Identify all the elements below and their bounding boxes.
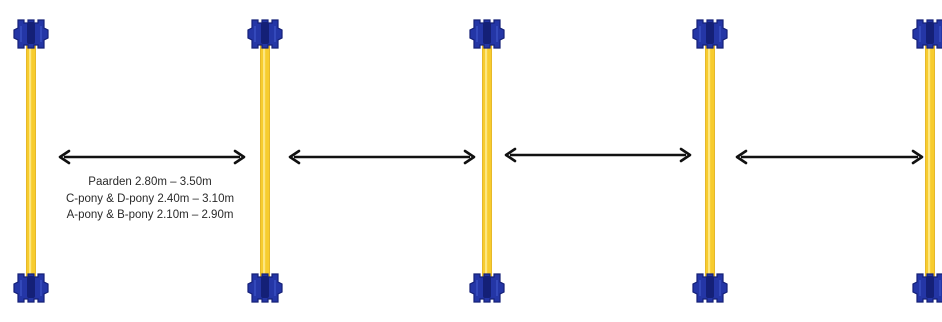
distance-label: Paarden 2.80m – 3.50m C-pony & D-pony 2.…: [44, 174, 256, 224]
bottom-block-icon: [247, 273, 283, 303]
arrow-head-right: [463, 149, 476, 165]
double-arrow-icon: [735, 149, 924, 165]
top-block-icon: [13, 19, 49, 49]
bottom-block-icon: [13, 273, 49, 303]
double-arrow-icon: [504, 147, 692, 163]
pole-2: [247, 19, 283, 303]
top-block-icon: [247, 19, 283, 49]
pole-3: [469, 19, 505, 303]
pole-highlight: [263, 42, 266, 280]
pole-highlight: [485, 42, 488, 280]
arrow-head-right: [233, 149, 246, 165]
pole-highlight: [928, 42, 931, 280]
arrow-head-right: [679, 147, 692, 163]
pole-highlight: [29, 42, 32, 280]
arrow-head-left: [58, 149, 71, 165]
pole-4: [692, 19, 728, 303]
distance-label-ab-pony: A-pony & B-pony 2.10m – 2.90m: [66, 209, 234, 221]
arrow-head-right: [911, 149, 924, 165]
arrow-head-left: [735, 149, 748, 165]
double-arrow-icon: [58, 149, 246, 165]
double-arrow-icon: [288, 149, 476, 165]
bottom-block-icon: [692, 273, 728, 303]
pole-1: [13, 19, 49, 303]
top-block-icon: [692, 19, 728, 49]
arrow-head-left: [504, 147, 517, 163]
bottom-block-icon: [912, 273, 942, 303]
top-block-icon: [469, 19, 505, 49]
pole-5: [912, 19, 942, 303]
arrow-head-left: [288, 149, 301, 165]
top-block-icon: [912, 19, 942, 49]
distance-label-horses: Paarden 2.80m – 3.50m: [88, 176, 212, 188]
bottom-block-icon: [469, 273, 505, 303]
distance-label-cd-pony: C-pony & D-pony 2.40m – 3.10m: [65, 192, 235, 205]
pole-highlight: [708, 42, 711, 280]
